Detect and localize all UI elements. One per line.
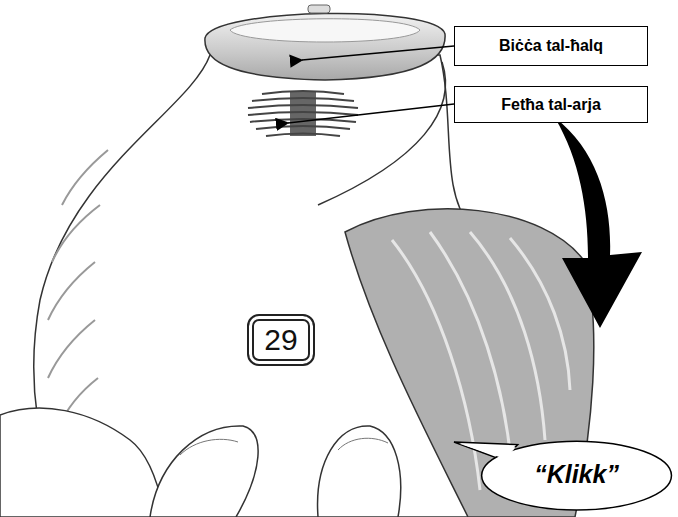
left-hand <box>0 408 165 517</box>
right-thumb <box>318 426 401 517</box>
grip-ridge <box>48 320 95 378</box>
air-vent-slot <box>266 134 340 137</box>
thumbnail <box>180 439 238 455</box>
left-thumb <box>150 426 258 517</box>
sound-bubble: “Klikk” <box>450 430 676 516</box>
body-contour <box>318 62 446 205</box>
part-name: Fetħa tal-arja <box>501 96 601 114</box>
part-name: Biċċa tal-ħalq <box>499 37 603 55</box>
part-label-box: Fetħa tal-arja <box>454 86 648 123</box>
mouthpiece-opening <box>230 19 420 42</box>
cover-ridge <box>470 232 545 440</box>
grip-ridge <box>62 150 108 205</box>
dose-counter: 29 <box>247 314 315 366</box>
cover-ridge <box>510 238 570 390</box>
mouthpiece-notch <box>308 5 330 13</box>
air-vent-slot <box>248 105 358 108</box>
air-vent-slot <box>256 126 350 129</box>
counter-number: 29 <box>264 323 297 357</box>
sound-text: “Klikk” <box>452 460 678 489</box>
cover-ridge <box>430 232 512 470</box>
rotation-arrow <box>555 118 642 328</box>
bubble-tail-join <box>460 444 516 459</box>
grip-ridge <box>52 205 100 262</box>
air-vent-slot <box>262 91 344 94</box>
leader-line <box>302 46 454 60</box>
thumbnail <box>338 438 388 450</box>
leader-line <box>288 104 454 123</box>
grip-ridge <box>48 262 95 320</box>
part-label-box: Biċċa tal-ħalq <box>454 26 648 66</box>
air-vent-slot <box>252 98 354 101</box>
cover-ridge <box>392 240 480 490</box>
mouthpiece <box>205 13 445 80</box>
air-vent-slot <box>248 112 358 115</box>
